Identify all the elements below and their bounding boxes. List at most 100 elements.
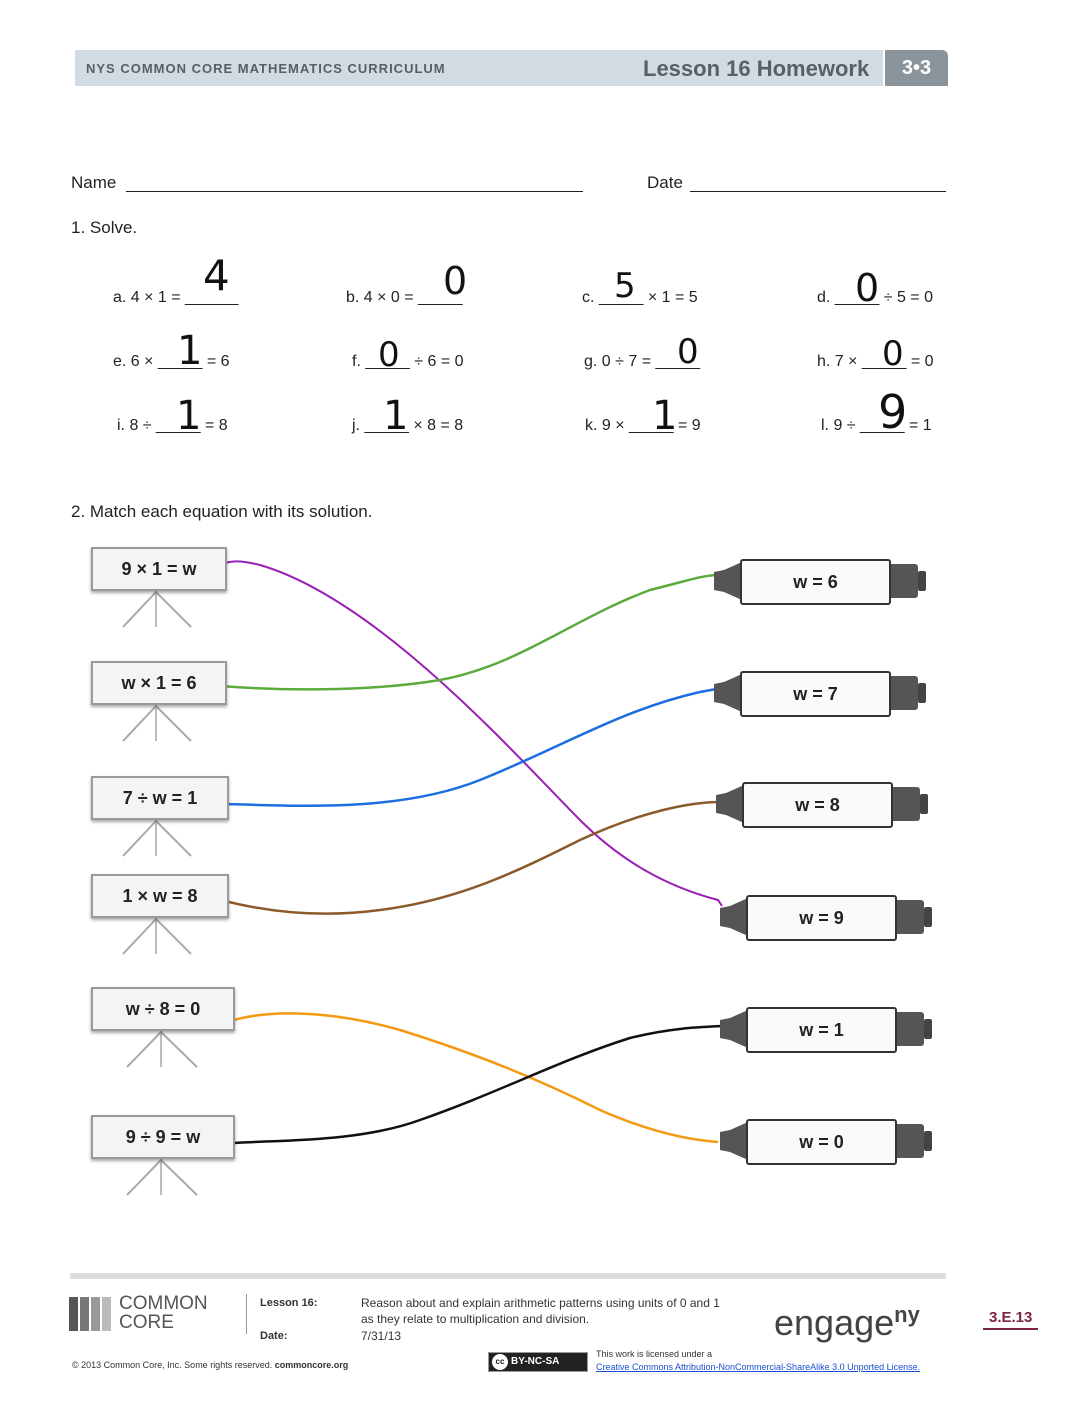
answer-f: 0 (378, 335, 400, 375)
marker-icon (714, 674, 926, 712)
equation-4: 1 × w = 8 (91, 874, 229, 918)
lesson-title: Lesson 16 Homework (643, 56, 870, 81)
logo-line-1: COMMON (119, 1293, 208, 1314)
answer-l: 9 (878, 385, 908, 439)
ny-text: ny (894, 1302, 920, 1327)
logo-line-2: CORE (119, 1312, 174, 1333)
problem-a: a. 4 × 1 = ______ (113, 289, 239, 306)
copyright: © 2013 Common Core, Inc. Some rights res… (72, 1360, 348, 1370)
lesson-label: Lesson 16: (260, 1297, 318, 1309)
header-bar (75, 50, 883, 86)
answer-d: 0 (855, 266, 880, 310)
question-2-prompt: 2. Match each equation with its solution… (71, 502, 373, 521)
easel-stand-icon (126, 1029, 198, 1068)
answer-k: 1 (652, 393, 678, 439)
answer-i: 1 (176, 393, 202, 439)
answer-g: 0 (677, 332, 699, 372)
marker-icon (720, 898, 932, 936)
solution-marker-5[interactable]: w = 1 (716, 1006, 936, 1053)
equation-easel-3[interactable]: 7 ÷ w = 1 (91, 776, 241, 876)
easel-stand-icon (122, 818, 192, 857)
problem-j: j. _____ × 8 = 8 (352, 417, 464, 434)
marker-icon (714, 562, 926, 600)
equation-easel-5[interactable]: w ÷ 8 = 0 (91, 987, 241, 1087)
easel-stand-icon (126, 1157, 198, 1196)
equation-easel-6[interactable]: 9 ÷ 9 = w (91, 1115, 241, 1215)
equation-easel-2[interactable]: w × 1 = 6 (91, 661, 241, 761)
easel-stand-icon (122, 703, 192, 742)
match-line-9x1 (216, 560, 723, 907)
lesson-description-1: Reason about and explain arithmetic patt… (361, 1296, 720, 1310)
copyright-text: © 2013 Common Core, Inc. Some rights res… (72, 1360, 273, 1370)
engageny-logo: engageny (774, 1302, 920, 1344)
equation-6: 9 ÷ 9 = w (91, 1115, 235, 1159)
marker-icon (720, 1010, 932, 1048)
solution-2: w = 7 (740, 671, 891, 717)
solution-3: w = 8 (742, 782, 893, 828)
problem-k: k. 9 × _____ = 9 (585, 417, 701, 434)
solution-5: w = 1 (746, 1007, 897, 1053)
name-label: Name (71, 173, 117, 192)
solution-marker-2[interactable]: w = 7 (710, 670, 930, 717)
easel-stand-icon (122, 589, 192, 628)
easel-stand-icon (122, 916, 192, 955)
problem-i: i. 8 ÷ _____ = 8 (117, 417, 228, 434)
answer-e: 1 (177, 328, 203, 374)
problem-d: d. _____ ÷ 5 = 0 (817, 289, 933, 306)
grade-badge: 3•3 (885, 50, 948, 86)
footer-rule (70, 1273, 946, 1279)
solution-marker-6[interactable]: w = 0 (716, 1118, 936, 1165)
solution-6: w = 0 (746, 1119, 897, 1165)
solution-1: w = 6 (740, 559, 891, 605)
date-field[interactable] (690, 191, 946, 192)
solution-marker-4[interactable]: w = 9 (716, 894, 936, 941)
marker-icon (720, 1122, 932, 1160)
name-field[interactable] (126, 191, 583, 192)
cc-badge-label: BY-NC-SA (511, 1356, 560, 1367)
problem-e: e. 6 × _____ = 6 (113, 353, 230, 370)
curriculum-title: NYS COMMON CORE MATHEMATICS CURRICULUM (86, 61, 446, 76)
license-link[interactable]: Creative Commons Attribution-NonCommerci… (596, 1362, 921, 1372)
answer-a: 4 (203, 251, 230, 300)
match-line-1xw (228, 800, 721, 915)
footer-divider (246, 1294, 247, 1334)
equation-2: w × 1 = 6 (91, 661, 227, 705)
match-line-7dw (225, 686, 723, 808)
problem-f: f. _____ ÷ 6 = 0 (352, 353, 464, 370)
engage-text: engage (774, 1302, 895, 1343)
problem-h: h. 7 × _____ = 0 (817, 353, 934, 370)
match-line-wx1 (219, 573, 717, 691)
answer-c: 5 (614, 266, 636, 306)
common-core-logo-icon (69, 1297, 111, 1331)
answer-j: 1 (383, 393, 409, 439)
problem-b: b. 4 × 0 = _____ (346, 289, 463, 306)
equation-easel-4[interactable]: 1 × w = 8 (91, 874, 241, 974)
answer-h: 0 (882, 334, 904, 374)
solution-marker-1[interactable]: w = 6 (710, 558, 930, 605)
solution-marker-3[interactable]: w = 8 (712, 781, 932, 828)
cc-icon: cc (492, 1354, 508, 1370)
question-1-prompt: 1. Solve. (71, 218, 138, 237)
answer-b: 0 (443, 259, 468, 303)
date-label: Date (647, 173, 683, 192)
footer-date-value: 7/31/13 (361, 1329, 402, 1343)
solution-4: w = 9 (746, 895, 897, 941)
lesson-description-2: as they relate to multiplication and div… (361, 1312, 590, 1326)
equation-1: 9 × 1 = w (91, 547, 227, 591)
problem-c: c. _____ × 1 = 5 (582, 289, 698, 306)
equation-easel-1[interactable]: 9 × 1 = w (91, 547, 241, 647)
license-text: This work is licensed under a (596, 1349, 713, 1359)
footer-date-label: Date: (260, 1330, 288, 1342)
problem-g: g. 0 ÷ 7 = _____ (584, 353, 700, 370)
match-line-9d9 (233, 1024, 723, 1145)
common-core-logo-text: COMMON CORE (119, 1294, 208, 1332)
page-code: 3.E.13 (983, 1309, 1039, 1330)
copyright-site: commoncore.org (274, 1360, 349, 1370)
equation-3: 7 ÷ w = 1 (91, 776, 229, 820)
match-line-wd8 (233, 1012, 719, 1144)
problem-l: l. 9 ÷ _____ = 1 (821, 417, 932, 434)
marker-icon (716, 785, 928, 823)
equation-5: w ÷ 8 = 0 (91, 987, 235, 1031)
